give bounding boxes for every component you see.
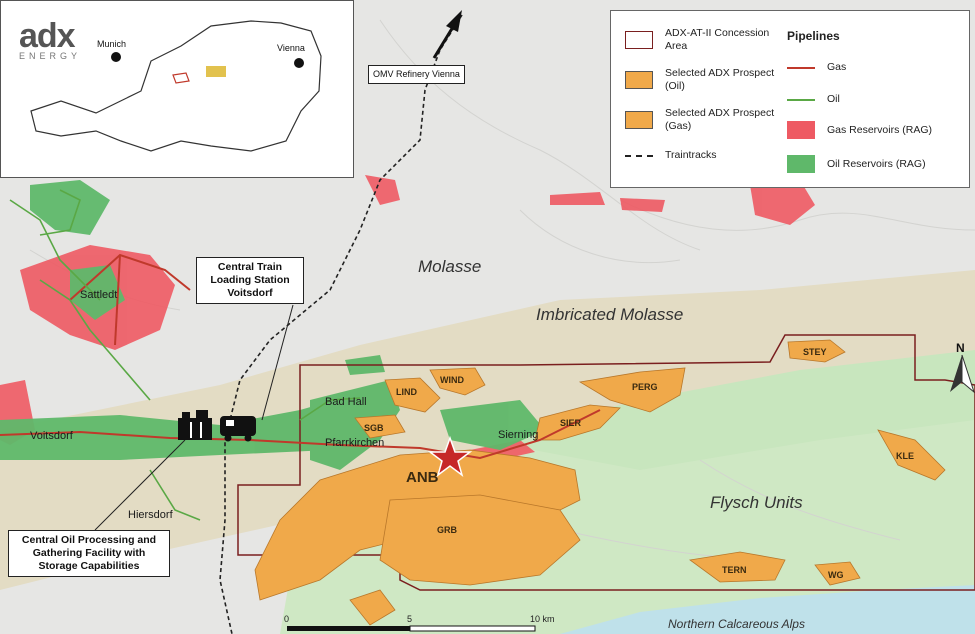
austria-outline-map <box>30 20 322 152</box>
prospect-perg-label: PERG <box>632 382 658 392</box>
legend-gas-pipeline-swatch <box>787 66 815 69</box>
scale-tick-10: 10 km <box>530 614 555 624</box>
place-voitsdorf: Voitsdorf <box>30 430 74 442</box>
legend-oil-pipeline: Oil <box>787 93 840 106</box>
oil-facility-icon <box>178 410 212 440</box>
omv-refinery-callout: OMV Refinery Vienna <box>368 65 465 84</box>
prospect-kle-shape <box>877 429 946 481</box>
prospect-tern-label: TERN <box>722 565 747 575</box>
prospect-wind-shape <box>429 367 486 396</box>
anb-star-marker <box>427 435 473 477</box>
oil-callout-leader <box>94 439 186 531</box>
legend-traintracks: Traintracks <box>625 149 717 162</box>
legend-oil-pipeline-label: Oil <box>827 93 840 105</box>
calcareous-alps-zone <box>560 585 975 634</box>
train-station-callout: Central Train Loading Station Voitsdorf <box>196 257 304 304</box>
prospects <box>254 339 946 626</box>
prospect-sier-label: SIER <box>560 418 582 428</box>
legend-traintracks-label: Traintracks <box>665 149 717 161</box>
legend-oil-reservoirs: Oil Reservoirs (RAG) <box>787 155 926 173</box>
train-station-icon <box>220 416 256 442</box>
legend-gas-pipeline: Gas <box>787 61 846 74</box>
scale-tick-0: 0 <box>284 614 289 624</box>
legend-prospect-oil-swatch <box>625 71 653 89</box>
legend-prospect-gas-label: Selected ADX Prospect (Gas) <box>665 107 775 132</box>
prospect-anb-label: ANB <box>406 469 439 486</box>
vienna-label: Vienna <box>277 43 305 53</box>
austria-outline <box>30 20 322 152</box>
legend-prospect-gas: Selected ADX Prospect (Gas) <box>625 107 775 133</box>
legend-prospect-oil: Selected ADX Prospect (Oil) <box>625 67 775 93</box>
scale-tick-5: 5 <box>407 614 412 624</box>
north-label: N <box>956 341 965 355</box>
oil-pipelines <box>9 189 361 521</box>
legend-oil-pipeline-swatch <box>787 98 815 101</box>
adx-logo-sub: ENERGY <box>19 51 82 61</box>
refinery-arrow-head <box>446 10 462 32</box>
legend-oil-reservoirs-label: Oil Reservoirs (RAG) <box>827 157 926 170</box>
legend-prospect-oil-label: Selected ADX Prospect (Oil) <box>665 67 775 92</box>
munich-dot <box>111 52 121 62</box>
place-sattledt: Sattledt <box>80 289 117 301</box>
adx-logo-text: adx <box>19 17 76 55</box>
inset-concession-marker <box>172 72 190 84</box>
legend-concession: ADX-AT-II Concession Area <box>625 27 775 53</box>
prospect-grb-shape <box>379 494 581 586</box>
vienna-dot <box>294 58 304 68</box>
north-arrow-icon <box>950 354 975 394</box>
train-tracks <box>219 14 463 634</box>
region-molasse: Molasse <box>418 257 481 276</box>
legend-prospect-gas-swatch <box>625 111 653 129</box>
inset-map: adx ENERGY Munich Vienna <box>0 0 354 178</box>
prospect-wg-shape <box>814 561 861 586</box>
prospect-tern-shape <box>688 551 786 583</box>
legend: ADX-AT-II Concession Area Selected ADX P… <box>610 10 970 188</box>
place-bad-hall: Bad Hall <box>325 396 367 408</box>
prospect-wind-label: WIND <box>440 375 464 385</box>
prospect-stey-label: STEY <box>803 347 827 357</box>
oil-facility-callout: Central Oil Processing and Gathering Fac… <box>8 530 170 577</box>
gas-pipelines <box>0 253 601 460</box>
legend-gas-reservoirs: Gas Reservoirs (RAG) <box>787 121 932 139</box>
legend-concession-label: ADX-AT-II Concession Area <box>665 27 770 52</box>
adx-logo: adx ENERGY <box>19 17 82 61</box>
region-calcareous-alps: Northern Calcareous Alps <box>668 617 805 631</box>
legend-traintracks-swatch <box>625 154 653 157</box>
region-imbricated-molasse: Imbricated Molasse <box>536 305 683 324</box>
prospect-lind-shape <box>384 377 441 413</box>
flysch-zone-upper <box>480 350 975 470</box>
prospect-kle-label: KLE <box>896 451 914 461</box>
prospect-lind-label: LIND <box>396 387 417 397</box>
legend-oil-reservoirs-swatch <box>787 155 815 173</box>
prospect-grb-label: GRB <box>437 525 458 535</box>
legend-gas-pipeline-label: Gas <box>827 61 847 73</box>
prospect-wg-label: WG <box>828 570 844 580</box>
legend-concession-swatch <box>625 31 653 49</box>
prospect-sgb-shape <box>354 414 406 439</box>
prospect-sgb-label: SGB <box>364 423 384 433</box>
place-pfarrkirchen: Pfarrkirchen <box>325 437 384 449</box>
region-flysch-units: Flysch Units <box>710 493 803 512</box>
legend-gas-reservoirs-label: Gas Reservoirs (RAG) <box>827 123 933 136</box>
legend-gas-reservoirs-swatch <box>787 121 815 139</box>
scale-bar <box>287 625 536 632</box>
inset-prospect-marker <box>206 66 226 77</box>
prospect-grb-tail-shape <box>349 589 396 626</box>
munich-label: Munich <box>97 39 127 49</box>
train-callout-leader <box>261 304 294 421</box>
place-sierning: Sierning <box>498 429 538 441</box>
legend-pipelines-title: Pipelines <box>787 29 840 43</box>
prospect-perg-shape <box>578 367 686 413</box>
place-hiersdorf: Hiersdorf <box>128 509 174 521</box>
prospect-stey-shape <box>787 339 846 363</box>
concession-area-boundary <box>237 334 975 591</box>
